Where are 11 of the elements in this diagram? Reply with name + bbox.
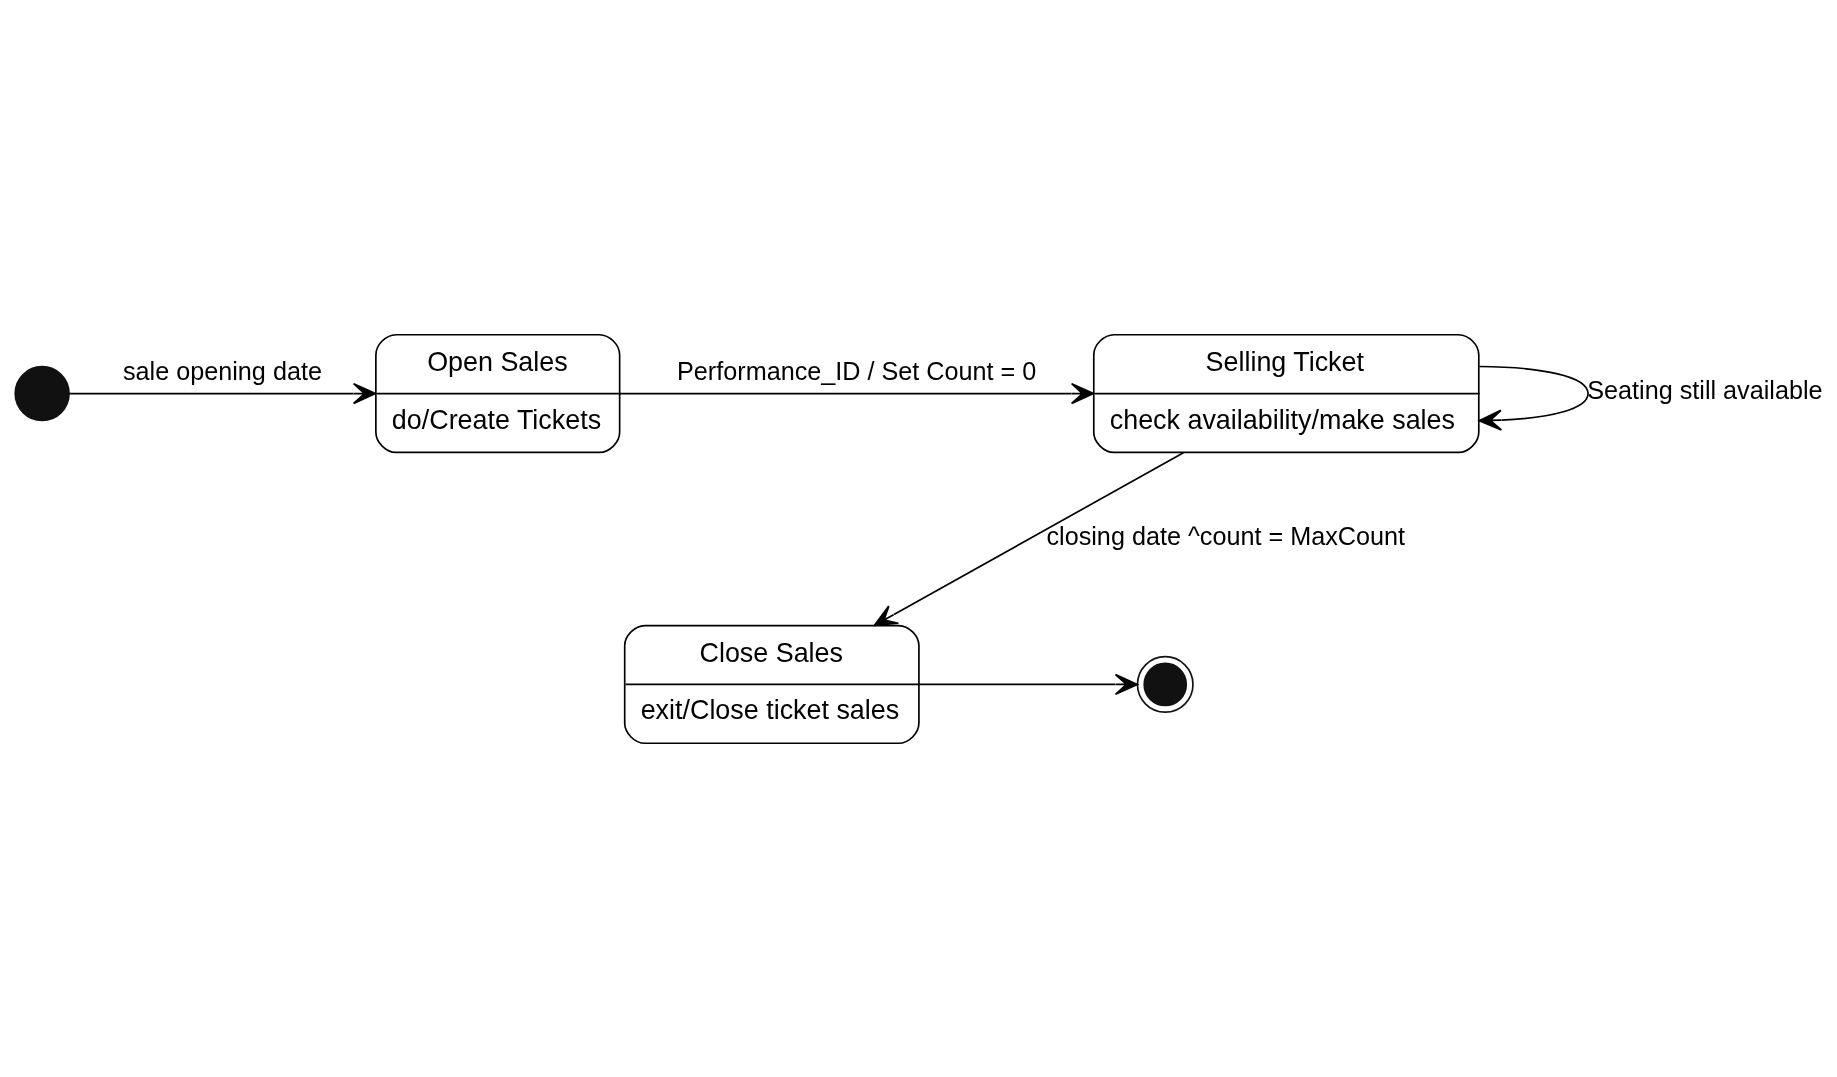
- edge-label: Seating still available: [1587, 375, 1823, 404]
- arrow: [618, 382, 1095, 404]
- arrow: [68, 382, 377, 404]
- edge-label: sale opening date: [122, 356, 322, 385]
- arrow: [1478, 365, 1589, 431]
- edge-label: Performance_ID / Set Count = 0: [677, 356, 1037, 385]
- node-circle: [14, 365, 70, 421]
- edge-label: closing date ^count = MaxCount: [1046, 521, 1406, 550]
- arrow: [873, 451, 1185, 626]
- arrow: [918, 673, 1139, 695]
- node-bullseye: [1136, 655, 1194, 713]
